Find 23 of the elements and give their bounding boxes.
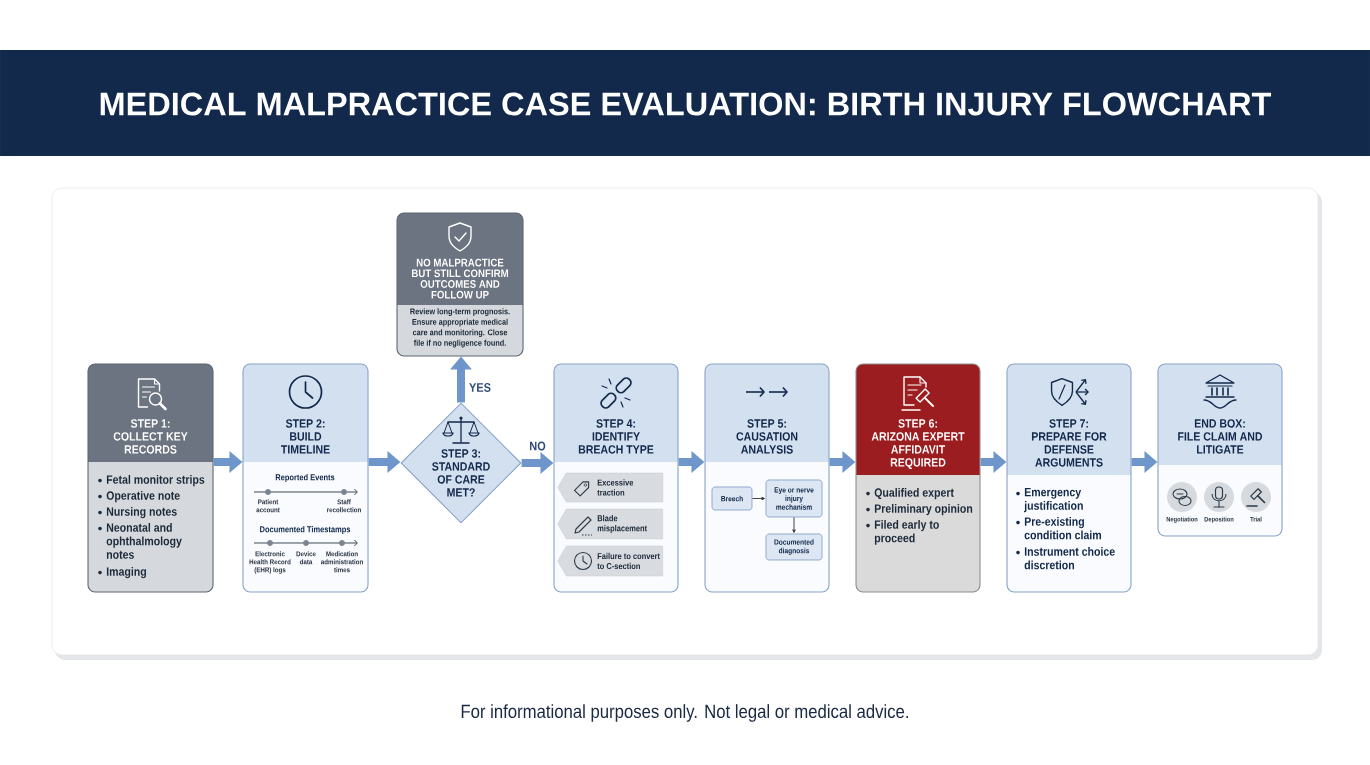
arrow — [792, 517, 796, 533]
edge-label: YES — [469, 383, 491, 392]
edge-label: NO — [530, 441, 546, 451]
bullet-item: Qualified expert — [866, 488, 954, 500]
bullet-item: Neonatal and ophthalmology notes — [98, 523, 182, 559]
bullet-item: Instrument choice discretion — [1016, 547, 1115, 570]
bullet-item: Imaging — [98, 567, 146, 579]
bullet-item: Pre-existing condition claim — [1016, 517, 1101, 540]
breach-tag: Failure to convert to C-section — [557, 545, 663, 577]
footer-note: For informational purposes only. Not legal or medical advice. — [461, 704, 908, 722]
breach-tag: Excessive traction — [557, 472, 664, 503]
bullet-item: Operative note — [98, 491, 180, 503]
bullet-item: Preliminary opinion — [866, 504, 973, 516]
title-banner: MEDICAL MALPRACTICE CASE EVALUATION: BIRTH INJURY FLOWCHART — [0, 50, 1370, 156]
bullet-item: Fetal monitor strips — [98, 475, 205, 487]
subheading: Documented Timestamps — [260, 526, 351, 534]
breach-tag: Blade misplacement — [557, 508, 663, 540]
description-text: Review long-term prognosis. Ensure appropriate medical care and monitoring. Close file if no negligence found. — [410, 308, 510, 348]
bullet-item: Emergency justification — [1016, 488, 1083, 513]
bullet-item: Nursing notes — [98, 507, 177, 519]
arrow — [752, 496, 765, 501]
bullet-item: Filed early to proceed — [866, 520, 939, 545]
subheading: Reported Events — [275, 474, 335, 482]
